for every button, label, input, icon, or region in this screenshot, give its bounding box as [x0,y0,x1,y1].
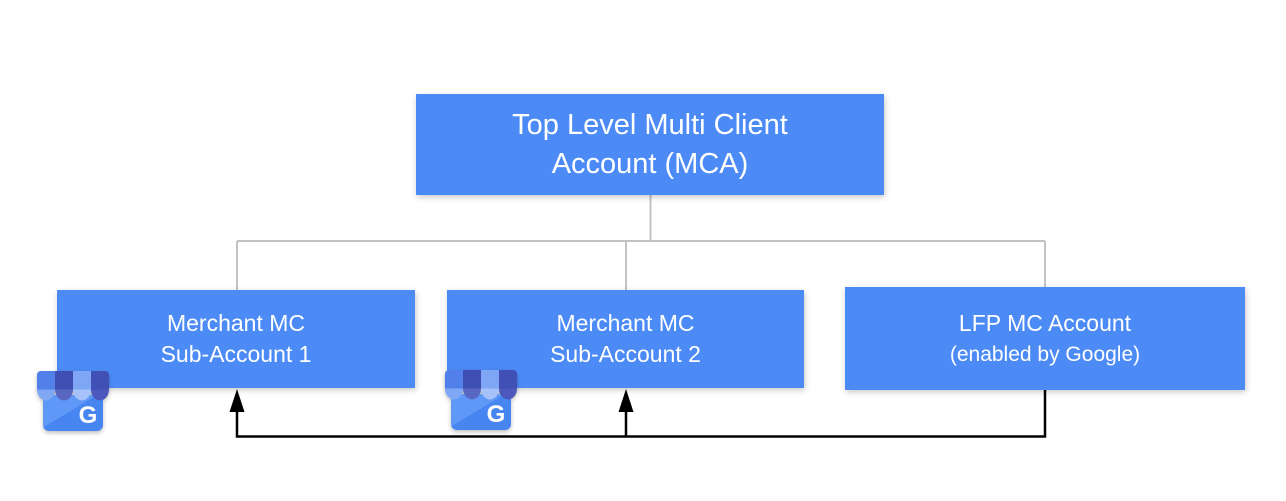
google-g-letter: G [79,402,98,429]
node-mca: Top Level Multi Client Account (MCA) [416,94,884,195]
arrowhead-sub2 [618,389,634,412]
node-sub2-label-line2: Sub-Account 2 [550,341,701,367]
node-lfp-mc-account: LFP MC Account (enabled by Google) [845,287,1245,390]
node-merchant-sub-account-1: Merchant MC Sub-Account 1 [57,290,415,388]
node-mca-label-line2: Account (MCA) [551,147,749,180]
business-profile-icon: G [37,371,109,431]
flow-connector-line [235,390,1047,438]
storefront-body [43,395,103,431]
node-mca-label-line1: Top Level Multi Client [512,108,788,141]
node-sub1-label-line2: Sub-Account 1 [160,341,312,367]
storefront-awning [445,370,517,400]
node-sub2-label-line1: Merchant MC [556,310,695,336]
storefront-awning [37,371,109,401]
arrowhead-sub1 [229,389,245,412]
business-profile-icon: G [445,370,517,430]
storefront-body [451,394,511,430]
node-lfp-label-line1: LFP MC Account [958,309,1132,336]
google-g-letter: G [487,401,506,428]
node-sub1-label-line1: Merchant MC [166,310,306,336]
tree-connector-line [236,195,1046,290]
node-lfp-label-line2: (enabled by Google) [949,342,1141,366]
